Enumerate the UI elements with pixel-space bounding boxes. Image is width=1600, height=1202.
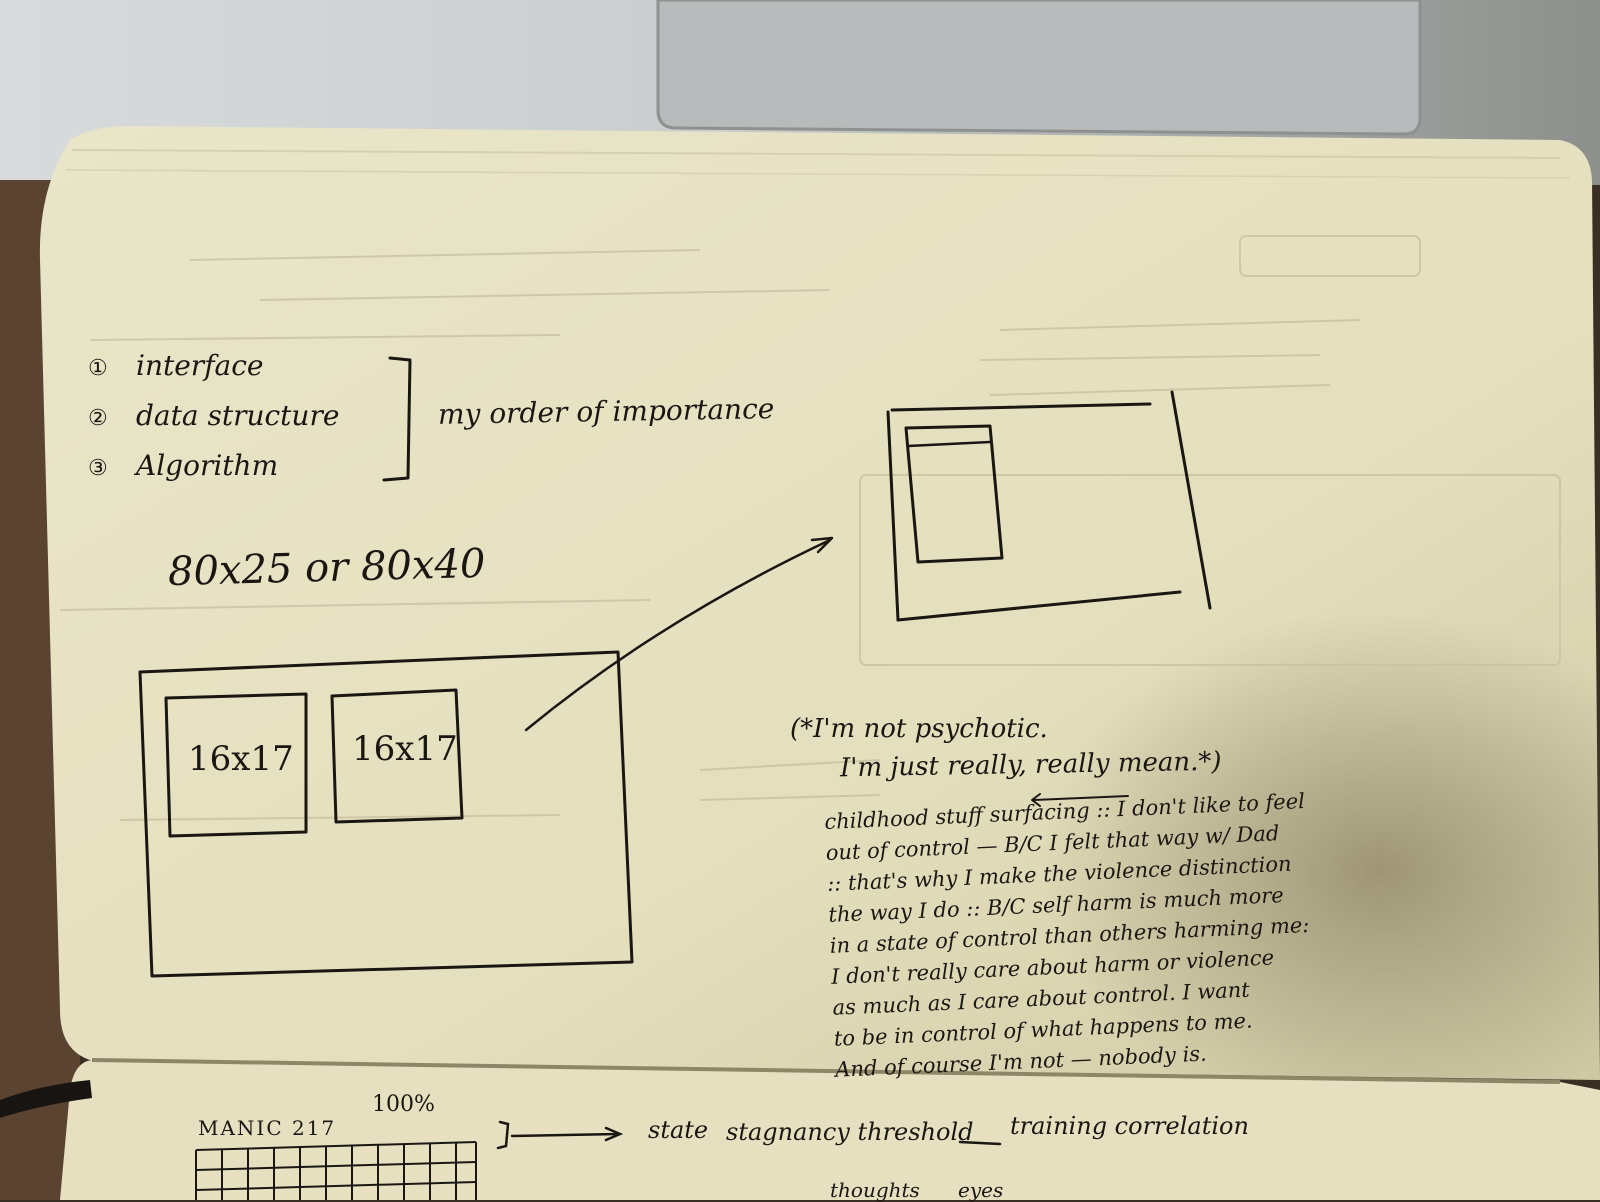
- grid-title: MANIC 217: [198, 1116, 337, 1140]
- aside-line-2: I'm just really, really mean.*): [839, 746, 1222, 784]
- priority-item: interface: [136, 349, 264, 382]
- laptop-trackpad: [656, 0, 1422, 136]
- panel-sketch-left: [164, 692, 308, 838]
- flow-arrow: [510, 1132, 620, 1138]
- emphasis-arrow: [1033, 795, 1129, 801]
- notebook-page-lower: [60, 1060, 1600, 1200]
- terminal-sketch: [138, 650, 634, 978]
- aside-line-1: (*I'm not psychotic.: [790, 714, 1048, 744]
- priority-marker: ①: [88, 356, 108, 381]
- journal-notes: childhood stuff surfacing :: I don't lik…: [824, 789, 1317, 1091]
- panel-sketch-right: [330, 688, 464, 824]
- panel-label-right: 16x17: [352, 729, 458, 769]
- panel-label-left: 16x17: [188, 739, 294, 779]
- bottom-word-eyes: eyes: [958, 1178, 1004, 1202]
- priority-marker: ③: [88, 456, 108, 481]
- priority-list: ① interface ② data structure ③ Algorithm: [88, 352, 339, 502]
- bottom-word-thoughts: thoughts: [830, 1178, 920, 1202]
- manic-grid: [195, 1141, 477, 1200]
- bracket-label: my order of importance: [437, 392, 775, 431]
- zoom-arrow: [524, 538, 832, 732]
- priority-item: data structure: [136, 399, 340, 432]
- dimensions-note: 80x25 or 80x40: [167, 540, 486, 596]
- importance-bracket: [382, 356, 412, 482]
- flow-state: state: [648, 1116, 709, 1144]
- flow-training: training correlation: [1010, 1112, 1249, 1140]
- flow-threshold: stagnancy threshold: [726, 1118, 974, 1146]
- elastic-band: [0, 1080, 92, 1118]
- priority-item: Algorithm: [136, 449, 279, 482]
- grid-percent: 100%: [372, 1092, 435, 1117]
- priority-marker: ②: [88, 406, 108, 431]
- zoom-window-sketch: [890, 402, 1152, 412]
